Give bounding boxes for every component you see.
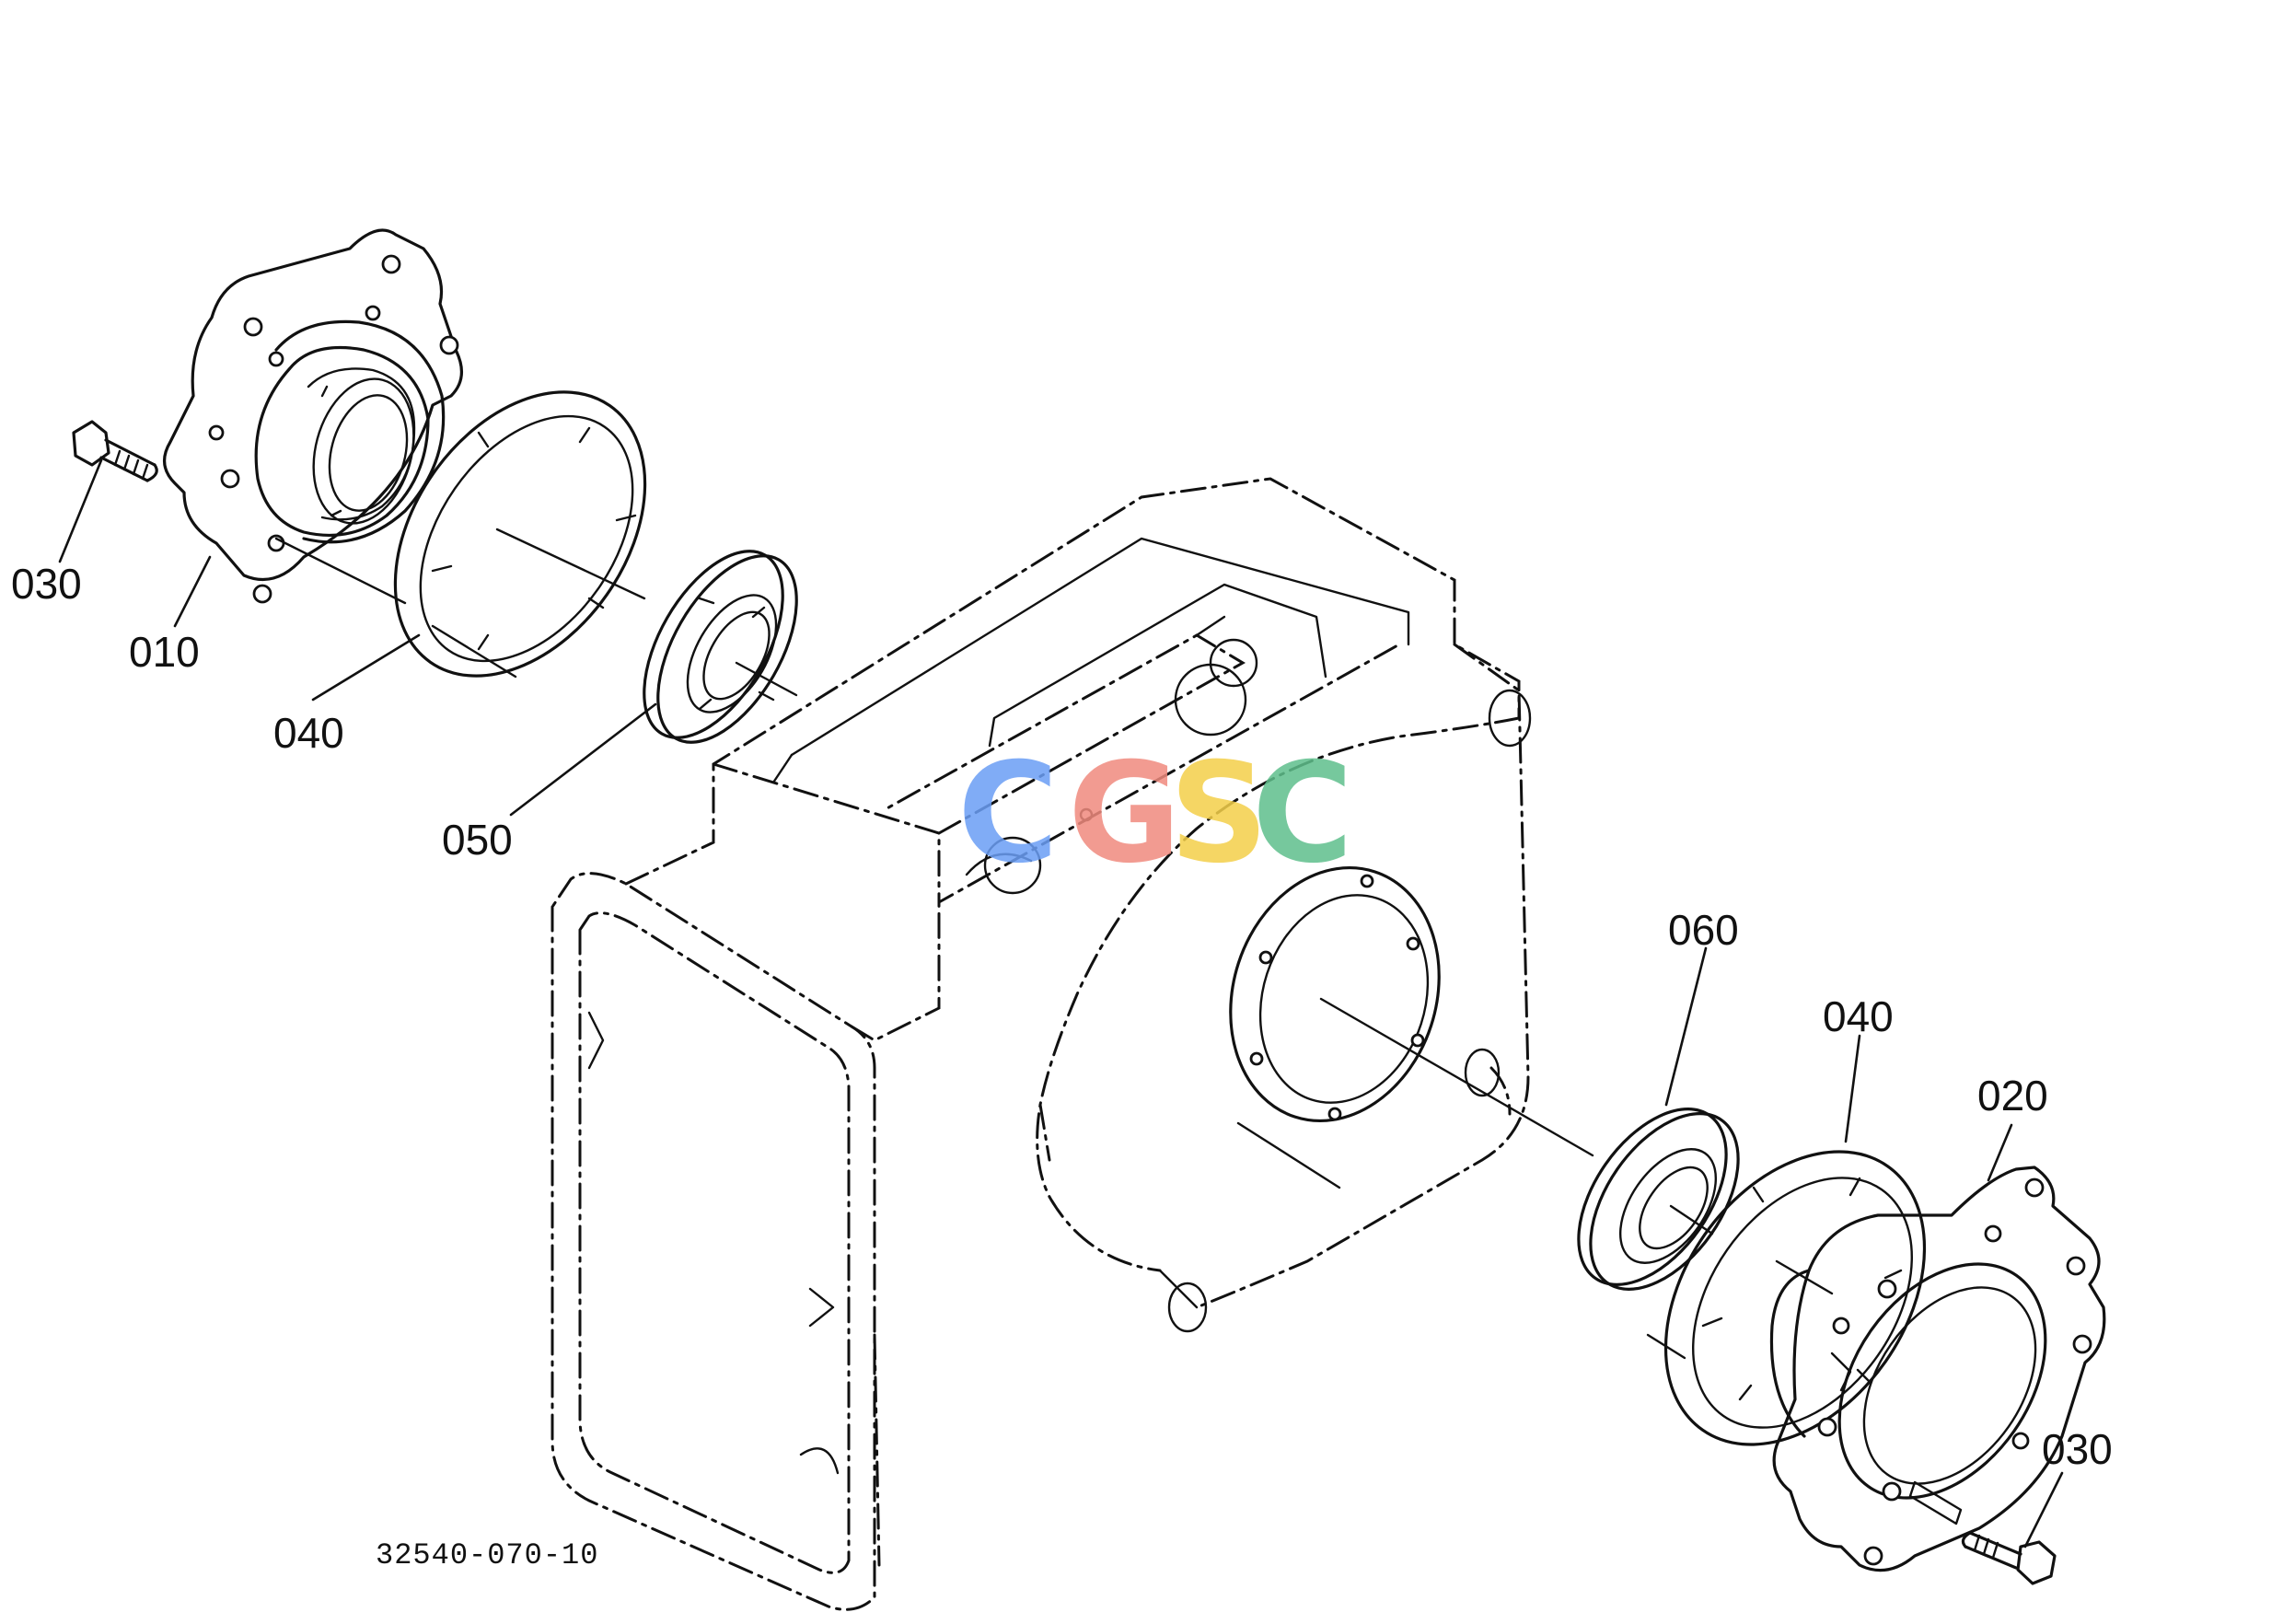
part-040-gasket-top bbox=[393, 390, 647, 678]
callout-050: 050 bbox=[442, 816, 513, 864]
callout-030-top: 030 bbox=[11, 560, 82, 608]
transmission-case bbox=[550, 477, 1532, 1611]
part-030-bolt-bottom bbox=[1961, 1531, 2057, 1585]
part-010-flange-cover bbox=[163, 228, 463, 604]
watermark-logo: C G S C bbox=[957, 734, 1353, 894]
part-030-bolt-top bbox=[72, 420, 158, 482]
part-020-flange-cover bbox=[1769, 1166, 2106, 1572]
callout-040-bottom: 040 bbox=[1823, 992, 1894, 1040]
watermark-letter: G bbox=[1068, 734, 1181, 894]
callout-040-top: 040 bbox=[273, 709, 344, 757]
callout-060: 060 bbox=[1668, 906, 1739, 954]
drawing-number: 32540-070-10 bbox=[376, 1538, 598, 1572]
center-lines bbox=[274, 528, 1834, 1360]
leader-lines bbox=[58, 458, 2064, 1549]
callout-030-bottom: 030 bbox=[2042, 1425, 2113, 1473]
watermark-letter: C bbox=[957, 734, 1059, 894]
part-050-bearing bbox=[643, 550, 798, 744]
callout-010: 010 bbox=[129, 628, 200, 676]
callout-020: 020 bbox=[1977, 1072, 2048, 1119]
watermark-letter: S bbox=[1169, 734, 1269, 894]
watermark-letter: C bbox=[1252, 734, 1353, 894]
part-040-gasket-bottom bbox=[1663, 1150, 1927, 1446]
callout-labels: 030 010 040 050 060 040 020 030 bbox=[11, 560, 2113, 1473]
